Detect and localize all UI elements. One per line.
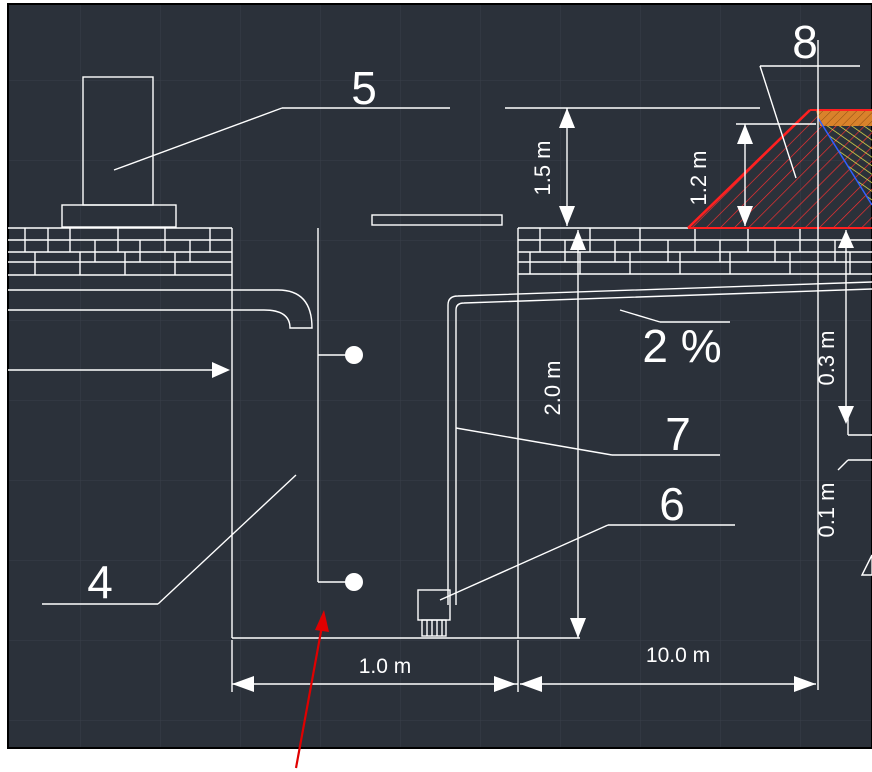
dim-1-0m: 1.0 m (231, 640, 519, 692)
pump (417, 589, 451, 637)
pavement-left (8, 227, 232, 276)
dim-label-1-5m: 1.5 m (530, 140, 555, 195)
inlet-pipe (8, 289, 313, 329)
leader-lines (42, 309, 735, 605)
dim-label-2-0m: 2.0 m (540, 360, 565, 415)
dim-label-1-2m: 1.2 m (686, 150, 711, 205)
lower-float-ball (345, 573, 363, 591)
label-slope: 2 % (642, 320, 721, 372)
label-item-5: 5 (351, 62, 377, 114)
item-5-structure (61, 76, 450, 228)
dim-label-10-0m: 10.0 m (646, 644, 710, 667)
flow-arrow (8, 362, 230, 378)
dim-0-3m: 0.3 m (814, 230, 854, 424)
chamber (231, 214, 580, 639)
upper-float-ball (345, 346, 363, 364)
level-sensor (317, 228, 363, 591)
annotation-arrow (294, 610, 329, 769)
discharge-pipe (447, 281, 872, 605)
dim-label-0-1m: 0.1 m (814, 482, 839, 537)
label-item-6: 6 (659, 478, 685, 530)
dim-0-1m: 0.1 m (814, 482, 839, 537)
label-item-4: 4 (87, 556, 113, 608)
label-item-8: 8 (792, 16, 818, 68)
dim-1-2m: 1.2 m (686, 123, 816, 226)
dim-1-5m: 1.5 m (505, 107, 760, 226)
dim-10-0m: 10.0 m (520, 644, 816, 692)
embankment (687, 40, 872, 690)
dim-2-0m: 2.0 m (540, 230, 586, 638)
dim-label-1-0m: 1.0 m (359, 655, 412, 678)
label-item-7: 7 (665, 408, 691, 460)
dim-label-0-3m: 0.3 m (814, 330, 839, 385)
